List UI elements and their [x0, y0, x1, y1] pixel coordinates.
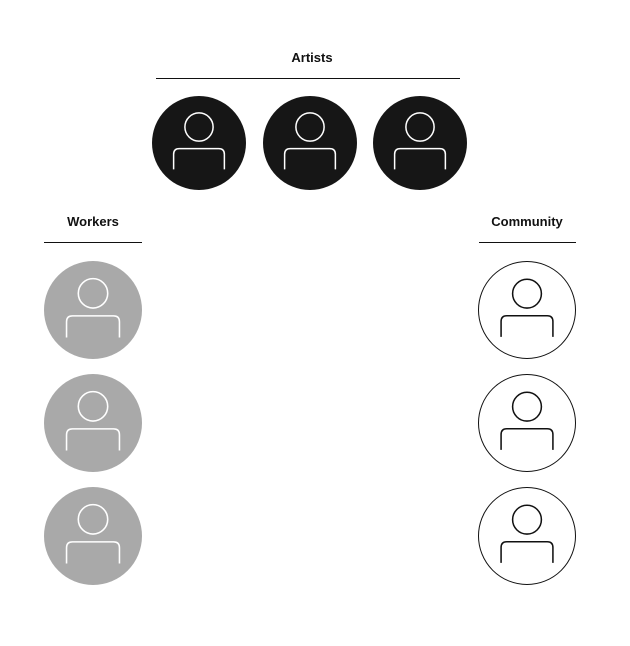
- artist-avatar-1: [152, 96, 246, 190]
- person-icon: [500, 504, 554, 563]
- workers-rule: [44, 242, 142, 243]
- community-label: Community: [491, 214, 563, 229]
- workers-label: Workers: [67, 214, 119, 229]
- person-icon: [283, 112, 337, 170]
- community-rule: [479, 242, 576, 243]
- person-icon: [500, 278, 554, 337]
- community-avatar-1: [478, 261, 576, 359]
- worker-avatar-3: [44, 487, 142, 585]
- worker-avatar-2: [44, 374, 142, 472]
- person-icon: [65, 390, 121, 451]
- person-icon: [65, 503, 121, 564]
- person-icon: [500, 391, 554, 450]
- person-icon: [393, 112, 447, 170]
- artists-rule: [156, 78, 460, 79]
- artist-avatar-3: [373, 96, 467, 190]
- artist-avatar-2: [263, 96, 357, 190]
- worker-avatar-1: [44, 261, 142, 359]
- community-avatar-2: [478, 374, 576, 472]
- person-icon: [65, 277, 121, 338]
- community-avatar-3: [478, 487, 576, 585]
- person-icon: [172, 112, 226, 170]
- artists-label: Artists: [291, 50, 333, 65]
